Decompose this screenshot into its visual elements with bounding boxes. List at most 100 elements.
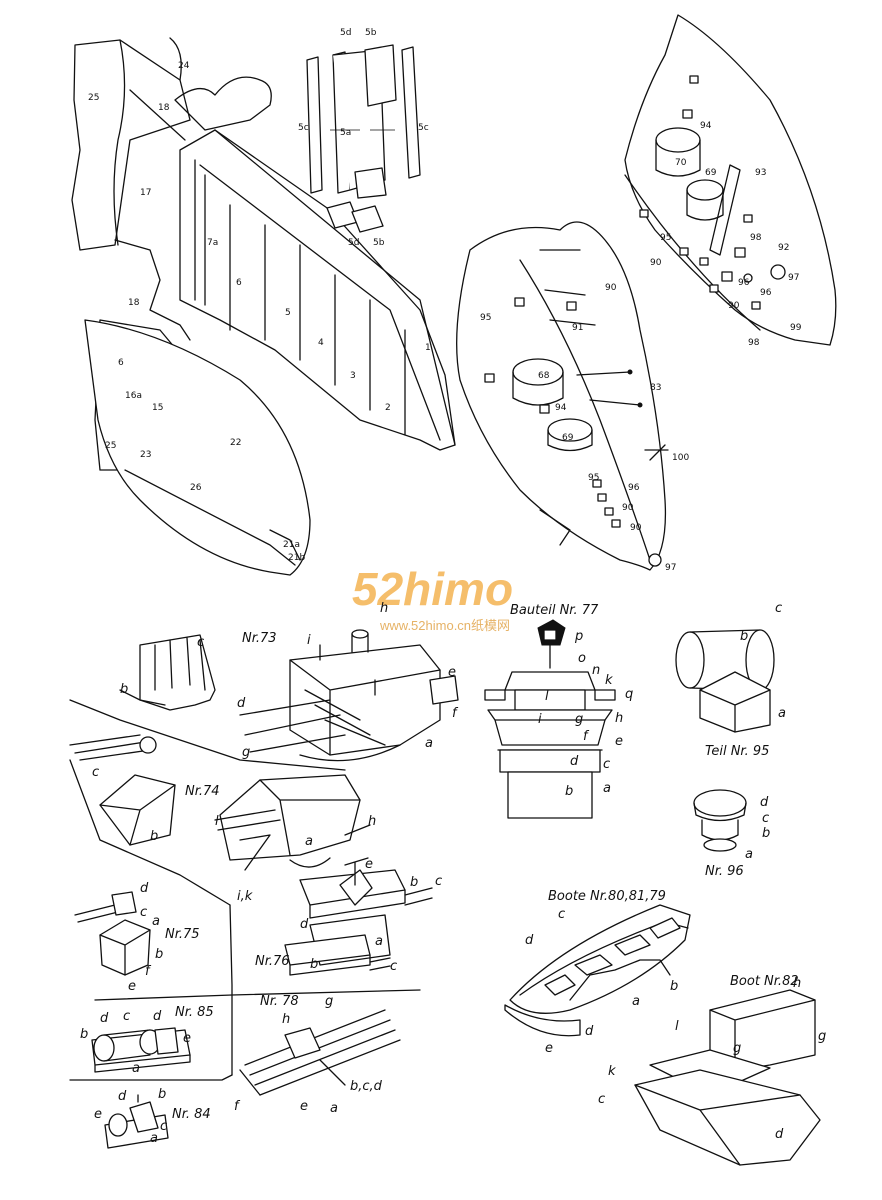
- svg-text:94: 94: [555, 403, 567, 413]
- bow-deck-assembly: 94 70 69 93 95 98 90 96 92 97 90 96 99 9…: [624, 14, 837, 348]
- svg-text:Boot Nr.82: Boot Nr.82: [730, 974, 799, 989]
- svg-text:e: e: [365, 857, 373, 872]
- svg-text:5a: 5a: [340, 128, 351, 138]
- detail-boats: Boote Nr.80,81,79 c d b a d e: [504, 889, 691, 1056]
- svg-text:c: c: [775, 601, 782, 616]
- svg-text:b: b: [150, 829, 158, 844]
- svg-text:5c: 5c: [418, 123, 429, 133]
- svg-text:25: 25: [105, 441, 116, 451]
- svg-text:d: d: [585, 1024, 594, 1039]
- svg-text:94: 94: [700, 121, 712, 131]
- svg-text:g: g: [733, 1041, 741, 1056]
- svg-text:22: 22: [230, 438, 241, 448]
- svg-text:a: a: [330, 1101, 338, 1116]
- detail-nr74: Nr.74 b l h a i,k: [99, 774, 376, 904]
- svg-text:c: c: [558, 907, 565, 922]
- svg-text:b,c,d: b,c,d: [350, 1079, 383, 1094]
- svg-text:a: a: [152, 914, 160, 929]
- svg-text:a: a: [745, 847, 753, 862]
- svg-text:i: i: [538, 712, 542, 727]
- watermark-url: www.52himo.cn纸模网: [379, 618, 510, 633]
- svg-text:c: c: [140, 905, 147, 920]
- svg-text:98: 98: [750, 233, 762, 243]
- svg-text:5b: 5b: [373, 238, 385, 248]
- svg-text:97: 97: [788, 273, 799, 283]
- svg-text:f: f: [145, 964, 152, 979]
- svg-text:4: 4: [318, 338, 324, 348]
- svg-text:100: 100: [672, 453, 689, 463]
- svg-text:Nr. 84: Nr. 84: [172, 1107, 211, 1122]
- svg-text:5d: 5d: [348, 238, 359, 248]
- svg-text:Nr.73: Nr.73: [242, 631, 277, 646]
- stern-hull-assembly: 25 24 18 17 7a 6 5 4 3 2 1 18 6 16a 15 2…: [71, 37, 456, 576]
- svg-text:7a: 7a: [207, 238, 218, 248]
- detail-nr84: d b e c a Nr. 84: [94, 1087, 211, 1149]
- svg-text:21b: 21b: [288, 553, 305, 563]
- svg-text:23: 23: [140, 450, 151, 460]
- svg-text:c: c: [390, 959, 397, 974]
- svg-text:f: f: [452, 706, 459, 721]
- svg-text:Nr. 78: Nr. 78: [260, 994, 299, 1009]
- svg-text:b: b: [80, 1027, 88, 1042]
- detail-nr95: c b a Teil Nr. 95: [675, 601, 786, 759]
- svg-text:90: 90: [728, 301, 740, 311]
- svg-text:g: g: [242, 745, 250, 760]
- svg-text:c: c: [762, 811, 769, 826]
- svg-text:Nr.74: Nr.74: [185, 784, 220, 799]
- svg-text:q: q: [625, 687, 633, 702]
- svg-text:91: 91: [572, 323, 583, 333]
- svg-text:69: 69: [705, 168, 717, 178]
- svg-text:l: l: [545, 689, 549, 704]
- svg-text:b: b: [565, 784, 573, 799]
- svg-text:b: b: [310, 957, 318, 972]
- svg-text:83: 83: [650, 383, 661, 393]
- detail-nr78: Nr. 78 h g f e a b,c,d: [234, 994, 401, 1116]
- svg-text:95: 95: [588, 473, 599, 483]
- svg-text:95: 95: [660, 233, 671, 243]
- svg-text:p: p: [574, 629, 583, 644]
- svg-text:i,k: i,k: [237, 889, 253, 904]
- svg-text:b: b: [670, 979, 678, 994]
- svg-text:g: g: [325, 994, 333, 1009]
- svg-text:90: 90: [630, 523, 642, 533]
- watermark-logo: 52himo: [352, 563, 513, 615]
- svg-text:3: 3: [350, 371, 356, 381]
- svg-text:18: 18: [128, 298, 140, 308]
- svg-text:Boote Nr.80,81,79: Boote Nr.80,81,79: [548, 889, 666, 904]
- svg-text:a: a: [132, 1061, 140, 1076]
- svg-text:96: 96: [738, 278, 750, 288]
- svg-text:k: k: [608, 1064, 616, 1079]
- svg-text:1: 1: [425, 343, 431, 353]
- svg-text:98: 98: [748, 338, 760, 348]
- svg-text:5c: 5c: [298, 123, 309, 133]
- svg-text:f: f: [234, 1099, 241, 1114]
- svg-text:96: 96: [760, 288, 772, 298]
- svg-text:18: 18: [158, 103, 170, 113]
- svg-text:f: f: [583, 729, 590, 744]
- svg-text:k: k: [605, 673, 613, 688]
- svg-text:26: 26: [190, 483, 202, 493]
- svg-text:5d: 5d: [340, 28, 351, 38]
- svg-text:b: b: [155, 947, 163, 962]
- hull-part-25: [71, 39, 191, 251]
- svg-text:e: e: [183, 1031, 191, 1046]
- svg-text:e: e: [300, 1099, 308, 1114]
- svg-text:e: e: [448, 665, 456, 680]
- svg-text:d: d: [100, 1011, 109, 1026]
- svg-text:6: 6: [236, 278, 242, 288]
- svg-text:g: g: [818, 1029, 826, 1044]
- svg-text:90: 90: [605, 283, 617, 293]
- svg-text:5b: 5b: [365, 28, 377, 38]
- mid-deck: [456, 221, 667, 571]
- svg-text:a: a: [150, 1131, 158, 1146]
- detail-nr73: Nr.73 c b h i e f d g a c: [69, 601, 459, 780]
- svg-text:24: 24: [178, 61, 190, 71]
- svg-text:b: b: [410, 875, 418, 890]
- svg-text:c: c: [197, 635, 204, 650]
- svg-text:Nr.76: Nr.76: [255, 954, 290, 969]
- svg-text:69: 69: [562, 433, 574, 443]
- mid-deck-assembly: 90 95 91 68 94 69 83 100 95 96 90 90 97: [456, 221, 689, 573]
- svg-text:15: 15: [152, 403, 163, 413]
- svg-text:c: c: [160, 1119, 167, 1134]
- svg-text:96: 96: [628, 483, 640, 493]
